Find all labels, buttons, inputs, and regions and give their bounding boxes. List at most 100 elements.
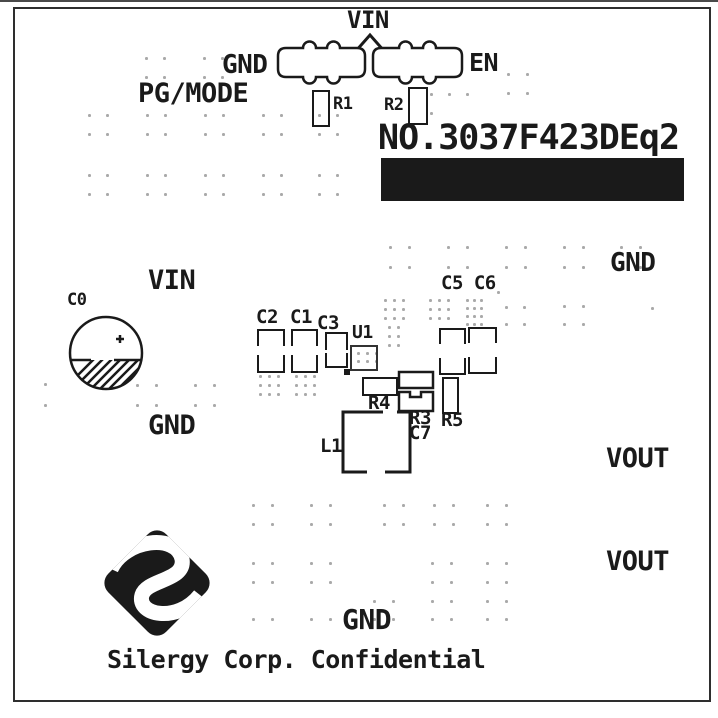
via-dot xyxy=(88,114,91,117)
via-dot xyxy=(336,174,339,177)
via-dot xyxy=(252,581,255,584)
via-dot xyxy=(466,307,469,310)
via-dot xyxy=(204,174,207,177)
via-dot xyxy=(466,266,469,269)
via-dot xyxy=(357,352,360,355)
blackout-bar xyxy=(381,158,684,201)
label-c1: C1 xyxy=(290,306,312,328)
via-dot xyxy=(480,299,483,302)
via-dot xyxy=(507,92,510,95)
label-vin-input: VIN xyxy=(148,265,196,296)
via-dot xyxy=(563,266,566,269)
via-dot xyxy=(486,600,489,603)
label-c3: C3 xyxy=(317,312,339,334)
footprint-c1-pad-bottom xyxy=(291,355,318,373)
via-dot xyxy=(524,266,527,269)
via-dot xyxy=(486,504,489,507)
via-dot xyxy=(563,323,566,326)
via-dot xyxy=(204,114,207,117)
via-dot xyxy=(526,92,529,95)
via-dot xyxy=(480,315,483,318)
via-dot xyxy=(136,404,139,407)
via-dot xyxy=(221,76,224,79)
via-dot xyxy=(392,600,395,603)
via-dot xyxy=(329,581,332,584)
via-dot xyxy=(507,73,510,76)
via-dot xyxy=(620,266,623,269)
via-dot xyxy=(366,352,369,355)
via-dot xyxy=(388,326,391,329)
via-dot xyxy=(295,393,298,396)
via-dot xyxy=(318,114,321,117)
via-dot xyxy=(480,323,483,326)
label-gnd-bottom: GND xyxy=(342,603,392,636)
via-dot xyxy=(505,323,508,326)
via-dot xyxy=(523,323,526,326)
via-dot xyxy=(106,193,109,196)
via-dot xyxy=(393,317,396,320)
label-pg-mode: PG/MODE xyxy=(138,78,249,109)
via-dot xyxy=(262,133,265,136)
header-connector-left xyxy=(276,40,367,85)
via-dot xyxy=(431,562,434,565)
via-dot xyxy=(466,299,469,302)
label-en: EN xyxy=(469,48,499,77)
via-dot xyxy=(310,562,313,565)
via-dot xyxy=(213,384,216,387)
via-dot xyxy=(318,193,321,196)
via-dot xyxy=(447,299,450,302)
via-dot xyxy=(106,133,109,136)
label-l1: L1 xyxy=(320,435,342,457)
via-dot xyxy=(280,193,283,196)
via-dot xyxy=(329,523,332,526)
via-dot xyxy=(221,57,224,60)
via-dot xyxy=(473,323,476,326)
via-dot xyxy=(438,317,441,320)
confidential-text: Silergy Corp. Confidential xyxy=(107,645,486,674)
via-dot xyxy=(505,306,508,309)
via-dot xyxy=(505,266,508,269)
via-dot xyxy=(280,133,283,136)
via-dot xyxy=(295,375,298,378)
via-dot xyxy=(402,317,405,320)
via-dot xyxy=(429,299,432,302)
label-u1: U1 xyxy=(352,322,373,343)
footprint-u1-ic xyxy=(350,345,378,371)
label-r5: R5 xyxy=(441,409,463,431)
via-dot xyxy=(318,174,321,177)
via-dot xyxy=(402,523,405,526)
via-dot xyxy=(393,308,396,311)
via-dot xyxy=(259,393,262,396)
via-dot xyxy=(271,562,274,565)
via-dot xyxy=(329,562,332,565)
via-dot xyxy=(505,504,508,507)
via-dot xyxy=(203,76,206,79)
footprint-l1-inductor xyxy=(341,410,412,474)
via-dot xyxy=(366,360,369,363)
via-dot xyxy=(486,562,489,565)
via-dot xyxy=(310,581,313,584)
via-dot xyxy=(466,315,469,318)
footprint-c5-pad-top xyxy=(439,328,466,344)
via-dot xyxy=(280,174,283,177)
label-gnd-right: GND xyxy=(610,248,656,278)
via-dot xyxy=(271,618,274,621)
via-dot xyxy=(563,246,566,249)
footprint-c6-pad-top xyxy=(468,327,497,343)
via-dot xyxy=(466,93,469,96)
via-dot xyxy=(447,246,450,249)
via-dot xyxy=(222,174,225,177)
via-dot xyxy=(430,112,433,115)
via-dot xyxy=(155,404,158,407)
via-dot xyxy=(505,246,508,249)
via-dot xyxy=(268,393,271,396)
via-dot xyxy=(136,384,139,387)
via-dot xyxy=(466,323,469,326)
via-dot xyxy=(164,193,167,196)
via-dot xyxy=(310,523,313,526)
via-dot xyxy=(505,600,508,603)
via-dot xyxy=(222,114,225,117)
via-dot xyxy=(145,76,148,79)
via-dot xyxy=(582,246,585,249)
via-dot xyxy=(447,266,450,269)
